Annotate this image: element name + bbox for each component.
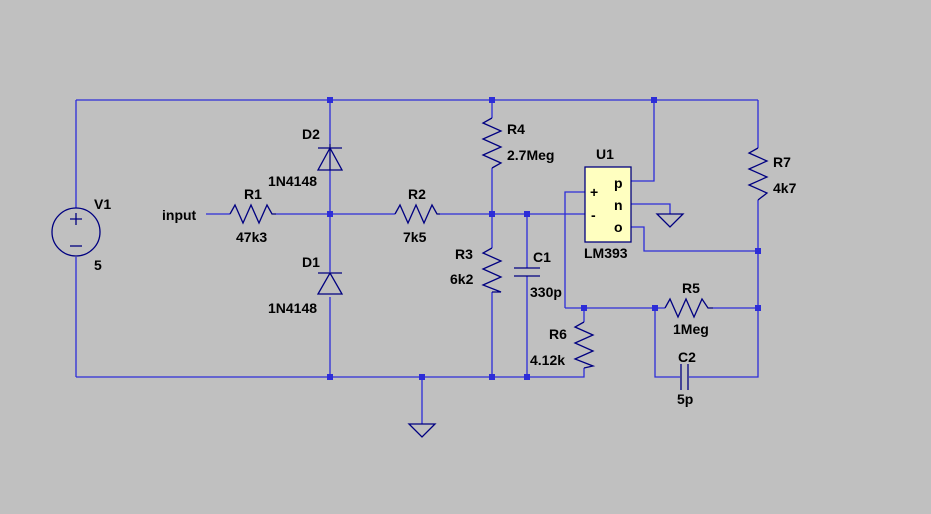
- d2-name: D2: [302, 126, 320, 142]
- u1-comparator[interactable]: + - p n o: [584, 166, 632, 243]
- wire-c2-loop: [654, 308, 759, 378]
- d2-value: 1N4148: [268, 173, 317, 189]
- u1-pin-plus: +: [590, 184, 598, 200]
- comparator-body: [584, 166, 632, 243]
- u1-pin-o: o: [614, 219, 623, 235]
- r2-resistor[interactable]: [394, 203, 440, 225]
- wire-u1-o: [631, 226, 758, 252]
- wires: [75, 99, 759, 424]
- resistor-icon: [394, 203, 440, 225]
- junction-dot: [581, 305, 587, 311]
- r5-resistor[interactable]: [664, 297, 713, 319]
- junction-dot: [652, 305, 658, 311]
- v1-name: V1: [94, 196, 111, 212]
- v1-value: 5: [94, 257, 102, 273]
- junction-dot: [489, 97, 495, 103]
- ground-icon: [407, 423, 437, 438]
- r1-value: 47k3: [236, 229, 267, 245]
- junction-dot: [524, 211, 530, 217]
- c1-value: 330p: [530, 284, 562, 300]
- junction-dot: [755, 305, 761, 311]
- c1-name: C1: [533, 249, 551, 265]
- d1-name: D1: [302, 254, 320, 270]
- junction-dot: [651, 97, 657, 103]
- capacitor-icon: [514, 267, 540, 277]
- junctions: [327, 97, 761, 380]
- d1-diode[interactable]: [316, 271, 344, 295]
- wire-u1-p: [631, 100, 655, 182]
- r4-name: R4: [507, 121, 525, 137]
- r4-value: 2.7Meg: [507, 147, 554, 163]
- c1-capacitor[interactable]: [514, 267, 540, 277]
- junction-dot: [327, 97, 333, 103]
- r3-resistor[interactable]: [481, 247, 503, 293]
- r3-name: R3: [455, 246, 473, 262]
- capacitor-icon: [680, 364, 689, 390]
- plus-icon: [70, 213, 82, 225]
- r1-resistor[interactable]: [229, 203, 276, 225]
- voltage-source-icon: [51, 207, 101, 257]
- u1-pin-n: n: [614, 197, 623, 213]
- u1-pin-minus: -: [591, 207, 596, 223]
- r4-resistor[interactable]: [481, 117, 503, 169]
- resistor-icon: [229, 203, 276, 225]
- u1-value: LM393: [584, 245, 628, 261]
- r2-value: 7k5: [403, 229, 427, 245]
- r6-value: 4.12k: [530, 352, 565, 368]
- junction-dot: [489, 211, 495, 217]
- r7-resistor[interactable]: [747, 147, 769, 201]
- ground-icon: [655, 213, 685, 228]
- r3-value: 6k2: [450, 271, 474, 287]
- r7-value: 4k7: [773, 180, 797, 196]
- diode-icon: [316, 271, 344, 295]
- r6-resistor[interactable]: [573, 321, 596, 369]
- d2-diode[interactable]: [316, 144, 344, 171]
- r6-name: R6: [549, 326, 567, 342]
- resistor-icon: [573, 321, 596, 369]
- c2-capacitor[interactable]: [680, 364, 689, 390]
- resistor-icon: [747, 147, 769, 201]
- junction-dot: [327, 374, 333, 380]
- junction-dot: [524, 374, 530, 380]
- resistor-icon: [481, 117, 503, 169]
- u1-pin-p: p: [614, 175, 623, 191]
- u1-name: U1: [596, 146, 614, 162]
- c2-name: C2: [678, 349, 696, 365]
- r7-name: R7: [773, 154, 791, 170]
- junction-dot: [755, 248, 761, 254]
- wire-u1-plus: [564, 191, 585, 308]
- r2-name: R2: [408, 186, 426, 202]
- d1-value: 1N4148: [268, 300, 317, 316]
- junction-dot: [419, 374, 425, 380]
- r1-name: R1: [244, 186, 262, 202]
- junction-dot: [489, 374, 495, 380]
- r5-name: R5: [682, 280, 700, 296]
- r5-value: 1Meg: [673, 321, 709, 337]
- ground-main[interactable]: [407, 423, 437, 438]
- input-net-label: input: [162, 207, 197, 223]
- wire-u1-n: [631, 203, 671, 214]
- c2-value: 5p: [677, 391, 693, 407]
- resistor-icon: [481, 247, 503, 293]
- resistor-icon: [664, 297, 713, 319]
- junction-dot: [327, 211, 333, 217]
- ground-u1[interactable]: [655, 213, 685, 228]
- v1-voltage-source[interactable]: [51, 207, 101, 257]
- wire-r6: [578, 308, 585, 378]
